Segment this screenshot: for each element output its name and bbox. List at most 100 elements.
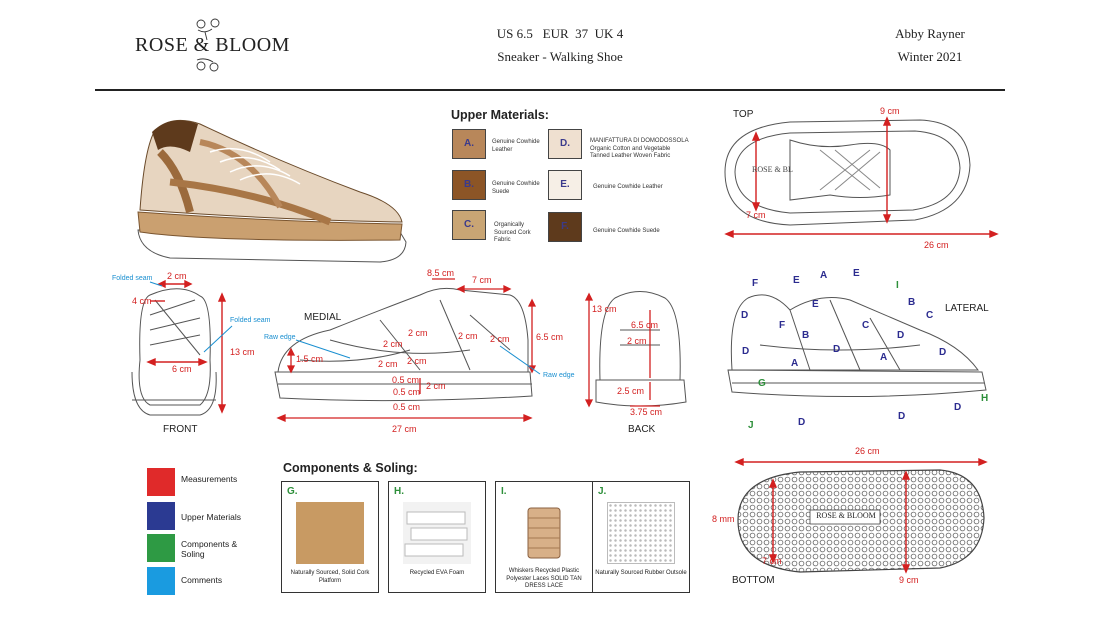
legend-swatch-measurements [147, 468, 175, 496]
measure-top-heel: 7 cm [746, 210, 766, 220]
component-card-g: G. Naturally Sourced, Solid Cork Platfor… [281, 481, 379, 593]
rose-icon [196, 18, 220, 72]
measure-medial-c: 2 cm [490, 334, 510, 344]
cork-sample-image [296, 502, 364, 564]
header-divider [95, 89, 1005, 91]
measure-front-height: 13 cm [230, 347, 255, 357]
lateral-label-d8: D [798, 417, 806, 428]
measure-bottom-heel-w: 7 cm [762, 556, 782, 566]
measure-back-upper: 6.5 cm [631, 320, 659, 330]
brand-logo: ROSE & BLOOM [135, 14, 290, 76]
lateral-label-d1: D [741, 310, 749, 321]
lateral-label-i: I [896, 280, 899, 291]
legend-swatch-comments [147, 567, 175, 595]
measure-medial-collar: 8.5 cm [427, 268, 455, 278]
measure-front-width: 6 cm [172, 364, 192, 374]
back-view-label: BACK [628, 424, 656, 435]
material-label-a: Genuine Cowhide Leather [492, 139, 540, 153]
material-swatch-d: D. [548, 129, 582, 159]
lateral-label-d5: D [939, 347, 947, 358]
material-label-b: Genuine Cowhide Suede [492, 181, 540, 195]
lateral-label-d2: D [833, 344, 841, 355]
material-swatch-b: B. [452, 170, 486, 200]
components-title: Components & Soling: [283, 461, 418, 475]
color-rendering [130, 112, 410, 272]
measure-top-length: 26 cm [924, 240, 949, 250]
lateral-label-b1: B [908, 297, 916, 308]
lateral-label-e3: E [812, 299, 819, 310]
material-swatch-e: E. [548, 170, 582, 200]
bottom-logo: ROSE & BLOOM [816, 511, 876, 520]
lateral-label-b2: B [802, 330, 810, 341]
measure-medial-d: 2 cm [383, 339, 403, 349]
legend-label-materials: Upper Materials [181, 512, 241, 522]
comment-folded-seam-2: Folded seam [230, 317, 271, 324]
measure-back-sole: 2.5 cm [617, 386, 645, 396]
brand-name: ROSE & BLOOM [135, 34, 290, 56]
lateral-label-g: G [758, 378, 766, 389]
legend-label-components: Components & Soling [181, 539, 238, 559]
component-card-h: H. Recycled EVA Foam [388, 481, 486, 593]
bottom-view-label: BOTTOM [732, 575, 775, 586]
measure-front-side: 4 cm [132, 296, 152, 306]
lateral-label-a1: A [820, 270, 828, 281]
lateral-view-label: LATERAL [945, 303, 989, 314]
shoe-type: Sneaker - Walking Shoe [497, 49, 623, 64]
designer-name: Abby Rayner [895, 26, 965, 41]
rubber-outsole-image [607, 502, 675, 564]
lateral-label-f1: F [752, 278, 759, 289]
material-label-f: Genuine Cowhide Suede [593, 228, 660, 234]
legend-swatch-materials [147, 502, 175, 530]
measure-medial-sole1: 0.5 cm [392, 375, 420, 385]
measure-medial-height: 6.5 cm [536, 332, 564, 342]
measure-medial-length: 27 cm [392, 424, 417, 434]
material-swatch-a: A. [452, 129, 486, 159]
measure-medial-b: 2 cm [458, 331, 478, 341]
lateral-label-d6: D [954, 402, 962, 413]
measure-back-width: 3.75 cm [630, 407, 663, 417]
lateral-label-c1: C [926, 310, 934, 321]
legend-swatch-components [147, 534, 175, 562]
component-card-j: J. Naturally Sourced Rubber Outsole [592, 481, 690, 593]
measure-medial-e: 2 cm [407, 356, 427, 366]
size-info: US 6.5 EUR 37 UK 4 [496, 26, 624, 41]
front-view-label: FRONT [163, 424, 198, 435]
lateral-label-d4: D [897, 330, 905, 341]
legend-label-comments: Comments [181, 575, 223, 585]
comment-raw-edge-2: Raw edge [543, 372, 575, 379]
eva-foam-image [403, 502, 471, 564]
top-logo: ROSE & BL [752, 165, 793, 174]
measure-bottom-heel-h: 8 mm [712, 514, 735, 524]
medial-view-label: MEDIAL [304, 312, 342, 323]
measure-medial-sole3: 0.5 cm [393, 387, 421, 397]
comment-folded-seam-1: Folded seam [112, 275, 153, 282]
lateral-label-c2: C [862, 320, 870, 331]
lateral-label-h: H [981, 393, 989, 404]
measure-medial-toe: 1.5 cm [296, 354, 324, 364]
lateral-label-d7: D [898, 411, 906, 422]
top-view-label: TOP [733, 109, 754, 120]
measure-medial-topline: 7 cm [472, 275, 492, 285]
material-label-c: Organically Sourced Cork Fabric [494, 222, 531, 243]
material-label-d: MANIFATTURA DI DOMODOSSOLA Organic Cotto… [590, 138, 689, 159]
lateral-label-e1: E [793, 275, 800, 286]
measure-top-width: 9 cm [880, 106, 900, 116]
measure-medial-sole4: 0.5 cm [393, 402, 421, 412]
material-swatch-c: C. [452, 210, 486, 240]
measure-back-height: 13 cm [592, 304, 617, 314]
measure-medial-a: 2 cm [408, 328, 428, 338]
comment-raw-edge-1: Raw edge [264, 334, 296, 341]
measure-front-toe: 2 cm [167, 271, 187, 281]
measure-bottom-length: 26 cm [855, 446, 880, 456]
legend-label-measurements: Measurements [181, 474, 238, 484]
measure-back-mid: 2 cm [627, 336, 647, 346]
lateral-label-j: J [748, 420, 754, 431]
lateral-label-f2: F [779, 320, 786, 331]
upper-materials-title: Upper Materials: [451, 108, 549, 122]
season: Winter 2021 [897, 49, 963, 64]
